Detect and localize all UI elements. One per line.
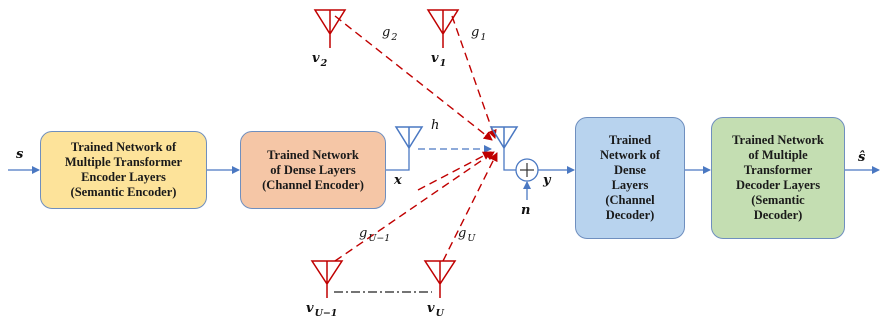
channel-decoder-block: Trained Network of Dense Layers (Channel… <box>575 117 685 239</box>
antenna-icon-tx <box>394 126 424 150</box>
interference-link-g2 <box>334 15 493 141</box>
user-label-v1: v1 <box>431 51 447 69</box>
rx-feed-line <box>503 148 517 171</box>
channel-label-gU1: gU−1 <box>359 226 391 244</box>
semantic-encoder-block: Trained Network of Multiple Transformer … <box>40 131 207 209</box>
adder-node <box>515 158 539 182</box>
interference-link-x <box>417 151 492 191</box>
antenna-icon-v1 <box>426 9 460 48</box>
antenna-icon-vU1 <box>310 260 344 298</box>
interference-link-g1 <box>451 15 497 139</box>
user-label-vU: vU <box>427 301 444 319</box>
semantic-decoder-block: Trained Network of Multiple Transformer … <box>711 117 845 239</box>
noise-label: n <box>521 203 531 218</box>
channel-encoder-block: Trained Network of Dense Layers (Channel… <box>240 131 386 209</box>
channel-label-g2: g2 <box>382 25 398 43</box>
output-signal-label: ŝ <box>858 150 866 165</box>
interference-link-gU1 <box>334 151 495 262</box>
user-label-v2: v2 <box>312 51 328 69</box>
antenna-icon-rx <box>489 126 519 150</box>
input-signal-label: s <box>16 147 24 162</box>
interference-link-gU <box>442 152 498 262</box>
user-label-vU1: vU−1 <box>306 301 338 319</box>
rx-signal-label: y <box>543 173 551 188</box>
channel-label-g1: g1 <box>471 25 487 43</box>
antenna-icon-vU <box>423 260 457 298</box>
channel-label-gU: gU <box>458 226 476 244</box>
direct-channel-label: h <box>431 118 440 133</box>
antenna-icon-v2 <box>313 9 347 48</box>
tx-signal-label: x <box>394 173 402 188</box>
tx-feed-line <box>386 148 410 171</box>
